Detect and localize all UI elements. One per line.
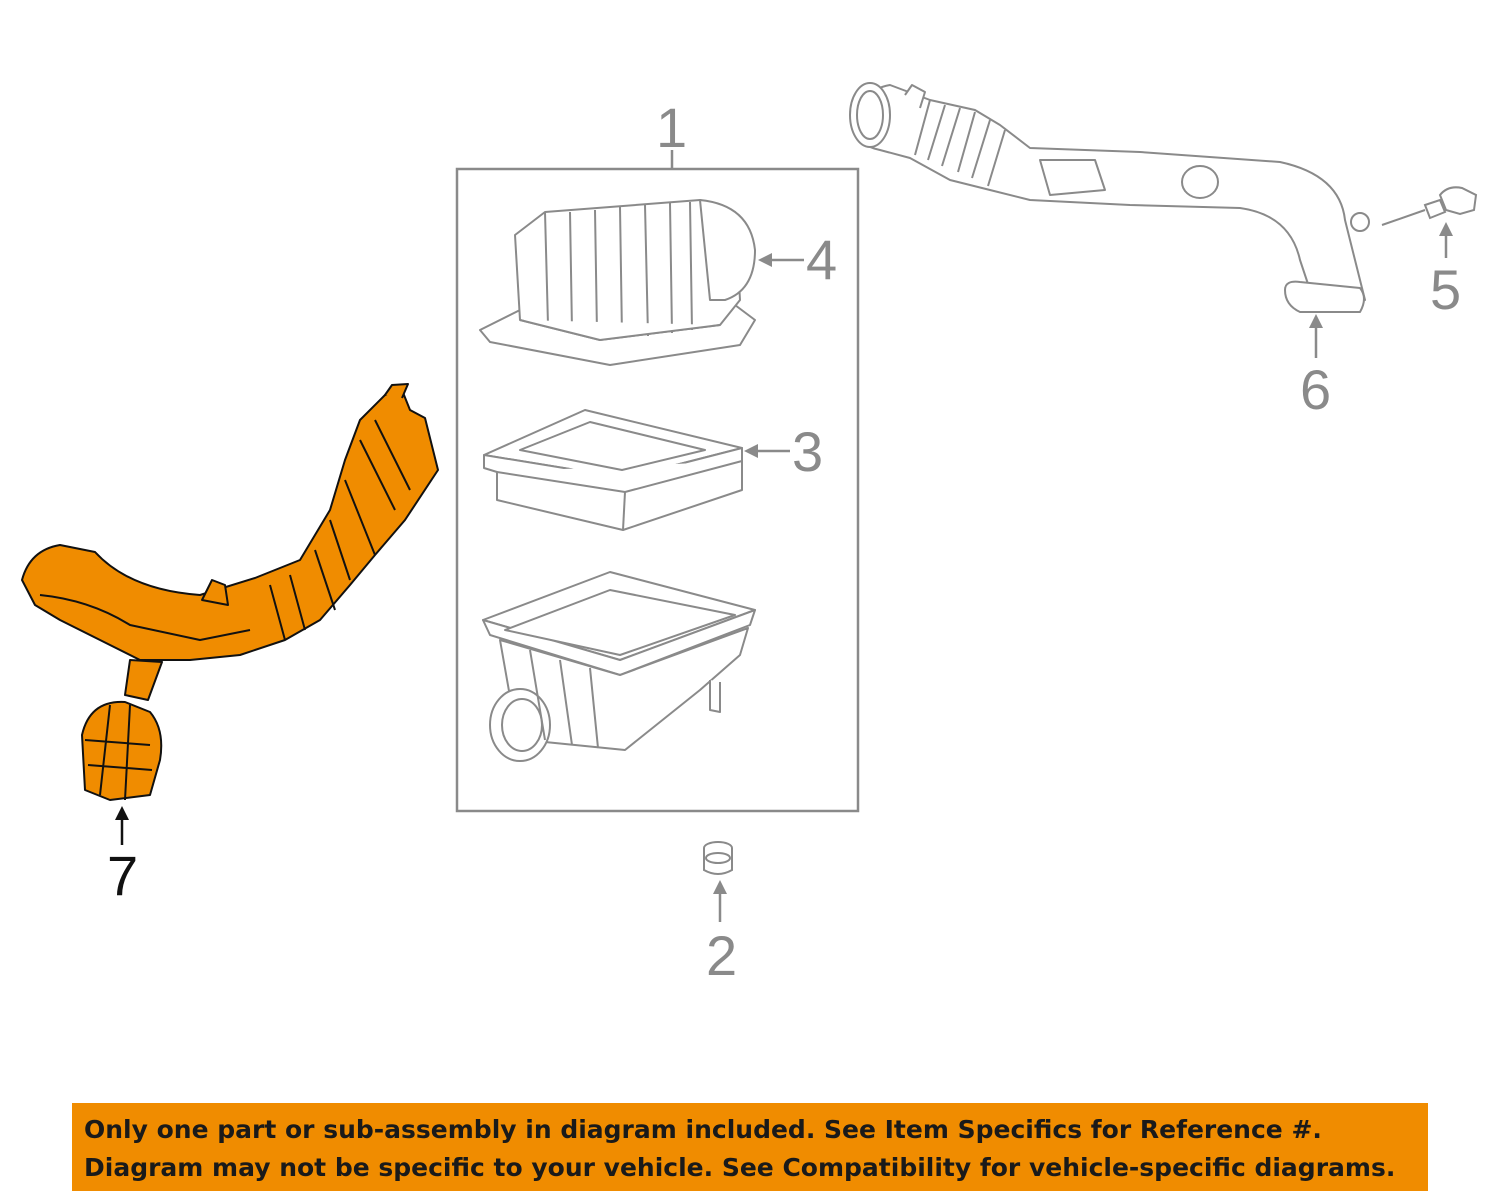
disclaimer-banner: Only one part or sub-assembly in diagram… xyxy=(72,1103,1428,1191)
callout-7-arrowhead xyxy=(115,806,129,820)
callout-7: 7 xyxy=(107,844,139,907)
callout-3-arrowhead xyxy=(744,444,758,458)
air-cleaner-lid xyxy=(479,199,756,366)
air-cleaner-body xyxy=(482,571,756,762)
sensor xyxy=(1381,186,1478,226)
disclaimer-line-1: Only one part or sub-assembly in diagram… xyxy=(84,1115,1322,1144)
callout-6: 6 xyxy=(1300,358,1332,421)
callout-5-arrowhead xyxy=(1439,222,1453,236)
disclaimer-line-2: Diagram may not be specific to your vehi… xyxy=(84,1153,1396,1182)
callout-4-arrowhead xyxy=(758,253,772,267)
inlet-duct-highlighted xyxy=(21,383,439,801)
assembly-1-frame xyxy=(455,167,860,813)
callout-4: 4 xyxy=(806,228,838,291)
callout-1: 1 xyxy=(656,96,688,159)
callout-2: 2 xyxy=(706,924,738,987)
callout-6-arrowhead xyxy=(1309,314,1323,328)
grommet xyxy=(703,841,733,875)
callout-3: 3 xyxy=(792,420,824,483)
callout-2-arrowhead xyxy=(713,880,727,894)
air-filter-element xyxy=(483,409,743,531)
callout-5: 5 xyxy=(1430,258,1462,321)
outlet-duct xyxy=(849,82,1370,313)
